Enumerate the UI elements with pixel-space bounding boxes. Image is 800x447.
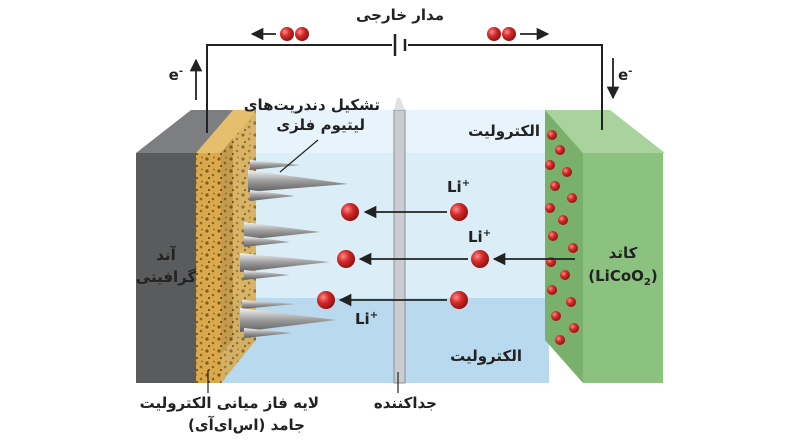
li-ion bbox=[471, 250, 489, 268]
anode-front bbox=[136, 153, 196, 383]
circuit-wire-right bbox=[408, 44, 603, 130]
dendrite-spike bbox=[244, 222, 320, 240]
external-circuit-label: مدار خارجی bbox=[356, 6, 444, 24]
dendrite-spike bbox=[240, 308, 336, 332]
li-ion-label-1: Li+ bbox=[447, 178, 470, 196]
dendrite-spike bbox=[244, 236, 290, 247]
li-ion-label-3: Li+ bbox=[355, 310, 378, 328]
li-ion bbox=[341, 203, 359, 221]
dendrite-label-line2: لیتیوم فلزی bbox=[276, 116, 365, 134]
anode-label-line1: آند bbox=[156, 246, 176, 264]
li-ion-label-2: Li+ bbox=[468, 228, 491, 246]
li-ion bbox=[337, 250, 355, 268]
cathode-front bbox=[583, 153, 663, 383]
electrolyte-bottom bbox=[219, 298, 549, 383]
li-ion-flow bbox=[317, 203, 575, 309]
electron-dot bbox=[295, 27, 309, 41]
electrolyte-top-label: الکترولیت bbox=[468, 122, 540, 140]
leader-lines bbox=[207, 139, 399, 393]
external-circuit bbox=[189, 27, 620, 133]
electrolyte-region bbox=[219, 110, 560, 383]
li-ion bbox=[450, 203, 468, 221]
dendrite-spike bbox=[250, 190, 295, 201]
electron-label-right: e- bbox=[618, 66, 632, 84]
lithium-dendrites bbox=[240, 160, 348, 338]
sei-label-line2: جامد (اس‌ای‌آی) bbox=[188, 416, 305, 434]
electron-label-left: e- bbox=[169, 66, 183, 84]
cathode-label-line1: کاتد bbox=[609, 244, 638, 262]
dendrite-spike bbox=[240, 253, 330, 272]
anode-label-line2: گرافیتی bbox=[136, 268, 197, 286]
anode-top-face bbox=[136, 110, 233, 153]
electrolyte-top-face bbox=[219, 110, 560, 153]
electrolyte-bottom-label: الکترولیت bbox=[450, 347, 522, 365]
dendrite-spike bbox=[242, 300, 295, 309]
separator bbox=[393, 98, 406, 384]
separator-label: جداکننده bbox=[374, 394, 437, 412]
electron-dot bbox=[502, 27, 516, 41]
cathode-label-formula: (LiCoO2) bbox=[588, 267, 657, 288]
sei-label-line1: لایه فاز میانی الکترولیت bbox=[140, 394, 319, 412]
dendrite-spike bbox=[244, 328, 292, 338]
electron-dot bbox=[487, 27, 501, 41]
dendrite-spike bbox=[250, 160, 300, 170]
dendrite-spike bbox=[248, 170, 348, 192]
sei-layer bbox=[196, 110, 256, 383]
electron-dot bbox=[280, 27, 294, 41]
li-ion bbox=[450, 291, 468, 309]
circuit-wire-left bbox=[206, 44, 392, 133]
dendrite-spike bbox=[244, 270, 290, 280]
dendrite-leader bbox=[279, 139, 319, 173]
labels: مدار خارجی e- e- تشکیل دندریت‌های لیتیوم… bbox=[136, 6, 658, 434]
cathode-top-face bbox=[545, 110, 665, 153]
li-ion bbox=[317, 291, 335, 309]
dendrite-label-line1: تشکیل دندریت‌های bbox=[244, 96, 380, 114]
cathode bbox=[545, 110, 665, 383]
cathode-ions bbox=[545, 130, 579, 345]
